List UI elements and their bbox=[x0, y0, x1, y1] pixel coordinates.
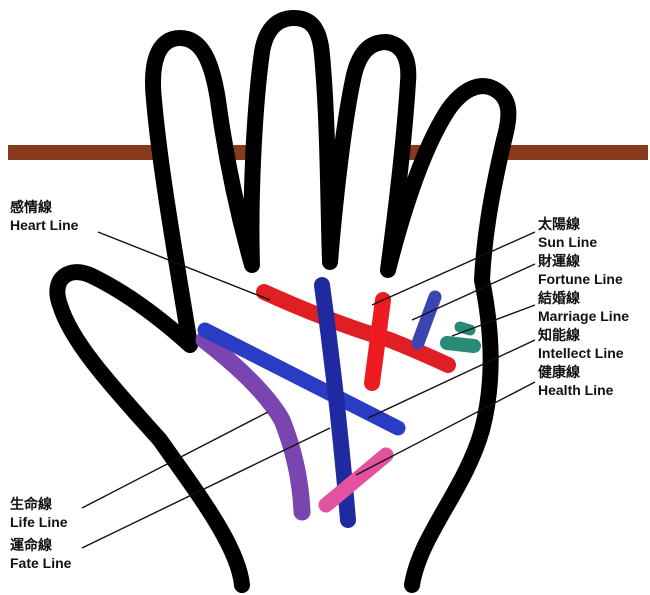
leader-marriage bbox=[451, 304, 536, 337]
label-marriage-en: Marriage Line bbox=[538, 308, 630, 324]
label-intellect-en: Intellect Line bbox=[538, 345, 624, 361]
leader-health bbox=[355, 381, 536, 476]
label-life-line: 生命線 Life Line bbox=[10, 497, 68, 531]
label-heart-en: Heart Line bbox=[10, 217, 79, 233]
label-health-line: 健康線 Health Line bbox=[538, 365, 613, 399]
label-fate-en: Fate Line bbox=[10, 555, 72, 571]
label-marriage-zh: 結婚線 bbox=[538, 291, 580, 307]
leader-sun bbox=[371, 231, 536, 306]
label-fate-zh: 運命線 bbox=[10, 538, 52, 554]
label-marriage-line: 結婚線 Marriage Line bbox=[538, 291, 629, 325]
leader-heart bbox=[97, 231, 271, 301]
label-health-en: Health Line bbox=[538, 382, 614, 398]
label-fortune-en: Fortune Line bbox=[538, 271, 623, 287]
label-intellect-line: 知能線 Intellect Line bbox=[538, 328, 624, 362]
label-sun-zh: 太陽線 bbox=[538, 217, 580, 233]
marriage-line bbox=[411, 290, 442, 350]
leader-lines bbox=[81, 231, 536, 549]
label-fortune-zh: 財運線 bbox=[538, 254, 580, 270]
intellect-line bbox=[197, 322, 406, 436]
leader-life bbox=[81, 411, 269, 509]
leader-fate bbox=[81, 427, 331, 549]
leader-fortune bbox=[411, 263, 536, 321]
sun-line bbox=[364, 292, 391, 391]
label-sun-line: 太陽線 Sun Line bbox=[538, 217, 597, 251]
life-line bbox=[195, 331, 311, 521]
fortune-line bbox=[440, 336, 481, 353]
label-life-en: Life Line bbox=[10, 514, 68, 530]
label-sun-en: Sun Line bbox=[538, 234, 598, 250]
label-heart-line: 感情線 Heart Line bbox=[10, 200, 78, 234]
label-fate-line: 運命線 Fate Line bbox=[10, 538, 71, 572]
label-health-zh: 健康線 bbox=[538, 365, 580, 381]
label-intellect-zh: 知能線 bbox=[538, 328, 580, 344]
health-line bbox=[318, 447, 394, 513]
label-life-zh: 生命線 bbox=[10, 497, 52, 513]
leader-intellect bbox=[367, 339, 536, 419]
label-fortune-line: 財運線 Fortune Line bbox=[538, 254, 623, 288]
label-heart-zh: 感情線 bbox=[10, 200, 52, 216]
